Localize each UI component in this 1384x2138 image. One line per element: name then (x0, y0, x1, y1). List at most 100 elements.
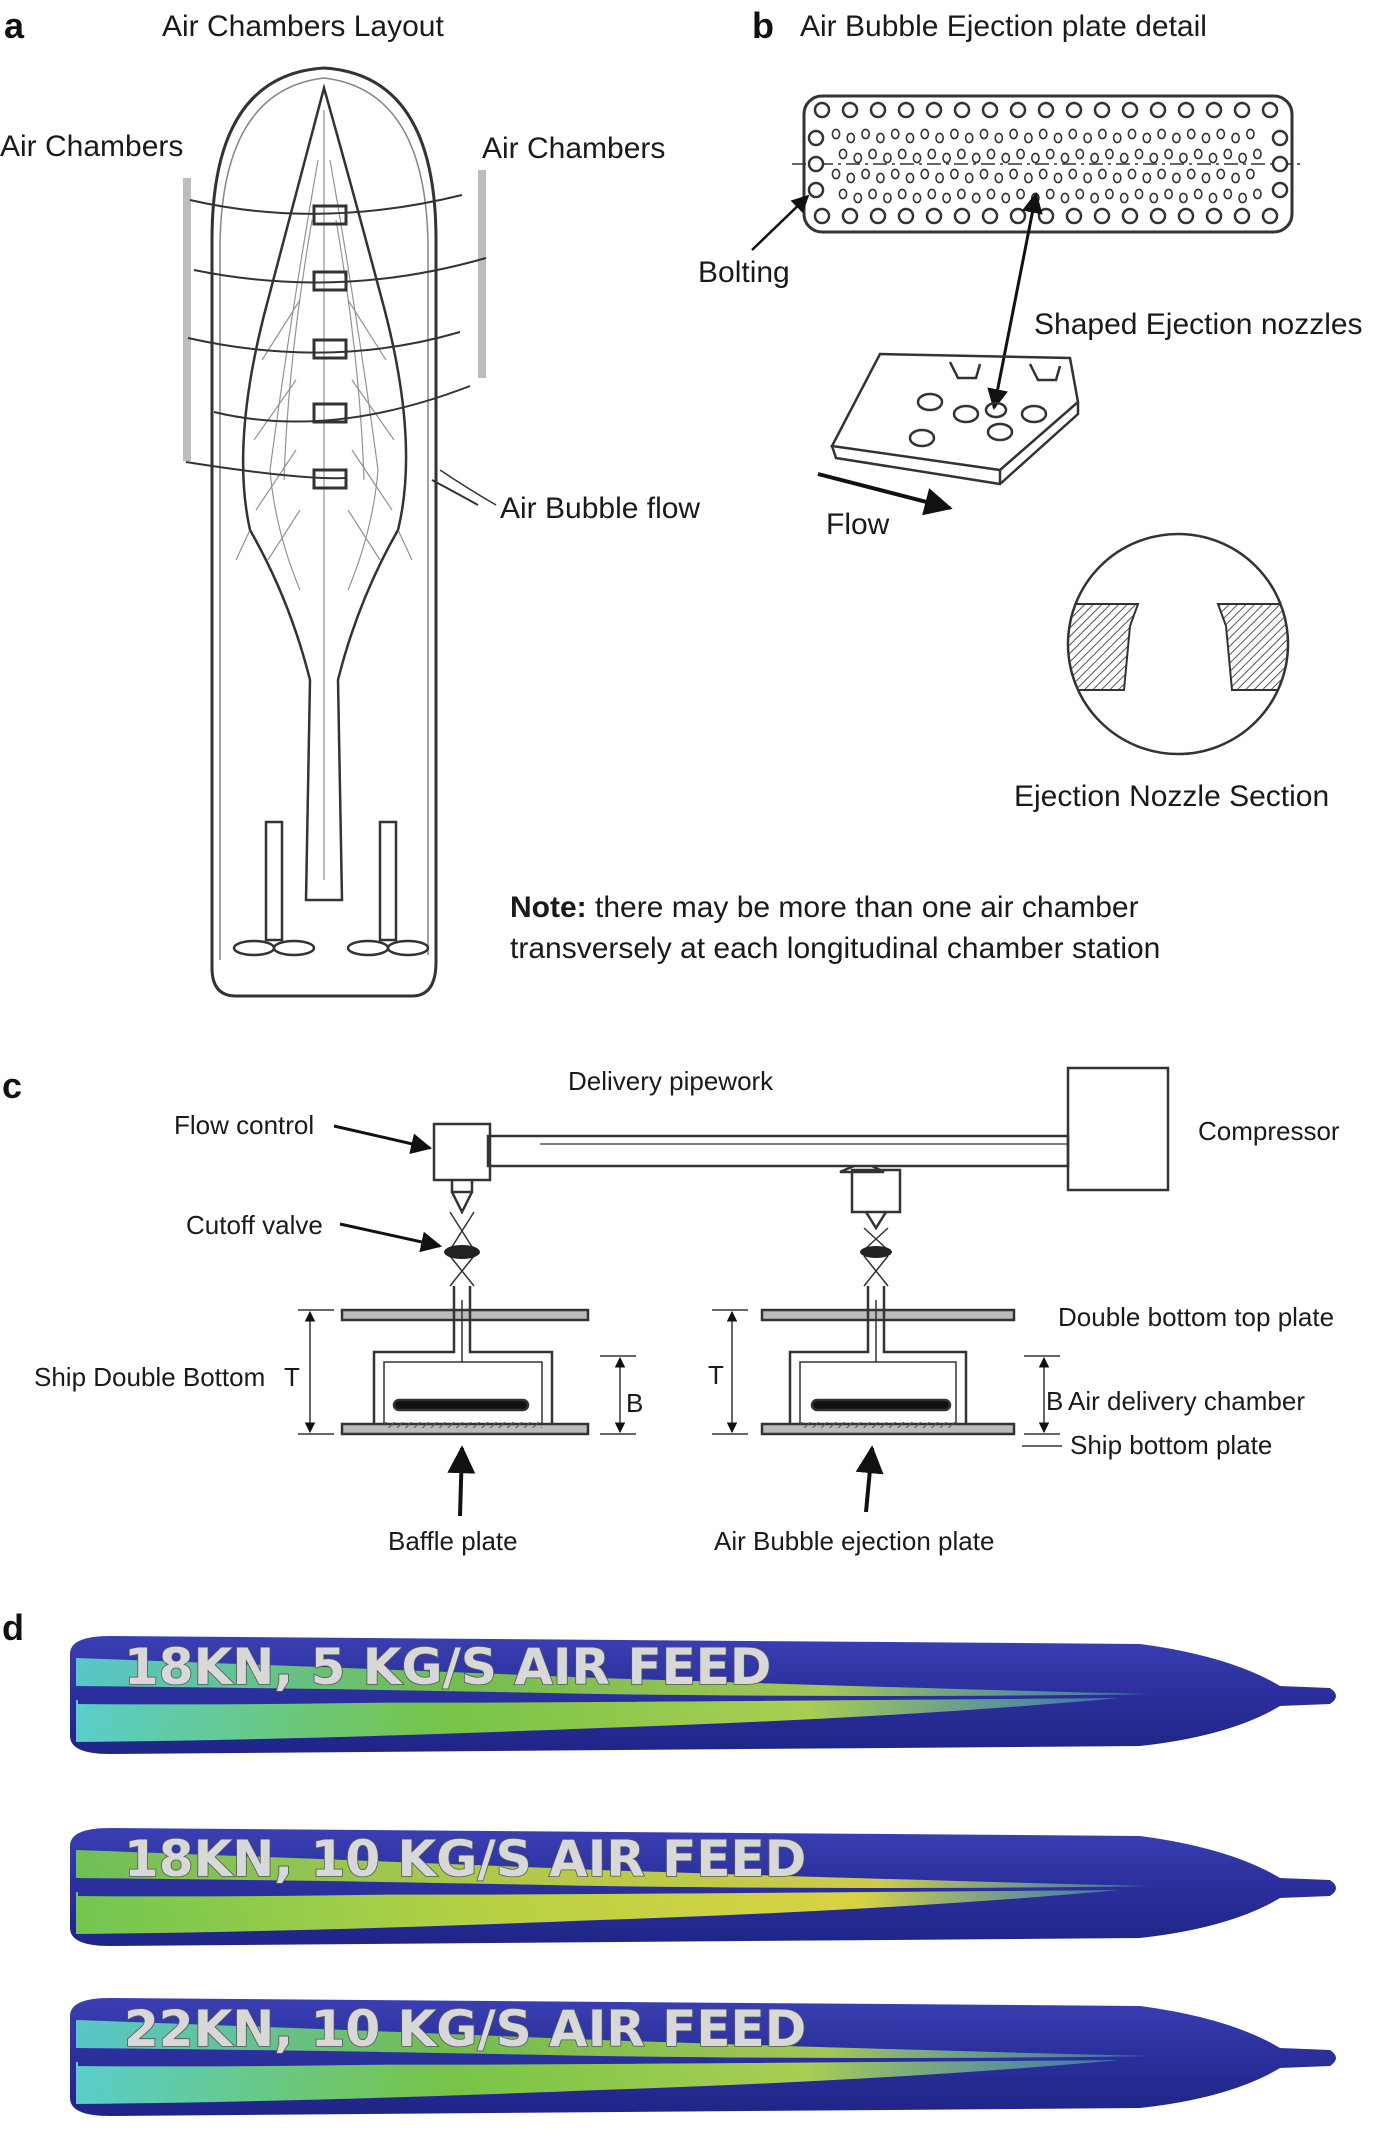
panel-a-letter: a (4, 5, 25, 46)
nozzle-hole (957, 148, 966, 160)
nozzle-hole (1134, 148, 1144, 160)
panel-a-note-line2: transversely at each longitudinal chambe… (510, 932, 1160, 965)
nozzle-hole (1127, 128, 1137, 140)
simulation-run: 18KN, 10 KG/S AIR FEED (70, 1828, 1336, 1946)
air-flow-lens (241, 83, 408, 902)
bolt (1093, 207, 1111, 225)
nozzle-hole (920, 128, 930, 140)
propellers (232, 820, 430, 957)
bolt (813, 101, 831, 119)
panel-a-note-line1: Note: there may be more than one air cha… (510, 891, 1139, 924)
simulation-label: 18KN, 10 KG/S AIR FEED (124, 1830, 806, 1888)
bolt (1149, 101, 1167, 119)
bolt (1261, 207, 1279, 225)
bolt (869, 101, 887, 119)
dim-b-left: B (626, 1388, 643, 1418)
nozzle-hole (1193, 188, 1203, 200)
nozzle-hole (1238, 152, 1247, 164)
bolt (1271, 155, 1289, 173)
nozzle-hole (890, 128, 900, 140)
panel-a: a Air Chambers Layout Air Chambers Air C… (0, 5, 1160, 998)
nozzle-hole (957, 188, 966, 200)
nozzle-hole (897, 148, 907, 160)
bolt (1037, 101, 1055, 119)
nozzle-hole (846, 172, 856, 184)
nozzle-hole (1038, 128, 1048, 140)
bolt (981, 207, 999, 225)
nozzle-hole (1119, 192, 1129, 204)
hull-keel-streak (78, 1694, 600, 1705)
nozzle-hole (1246, 128, 1255, 140)
nozzle-hole (950, 128, 959, 140)
nozzle-hole (994, 172, 1004, 184)
nozzle-hole (890, 168, 900, 180)
nozzle-hole (838, 188, 848, 200)
air-chamber-bar-right (478, 170, 486, 378)
hull-inner-line (219, 77, 429, 960)
wake-band (76, 2060, 1120, 2104)
nozzle-hole (964, 172, 974, 184)
nozzle-hole (853, 152, 863, 164)
chamber-boxes (312, 204, 348, 490)
nozzle-hole (935, 172, 944, 184)
nozzle-hole (935, 132, 944, 144)
nozzle-hole (1134, 188, 1144, 200)
nozzle-double-arrow (987, 191, 1043, 411)
bolt (1177, 207, 1195, 225)
nozzle-hole (1179, 192, 1188, 204)
air-chamber-bar-left (183, 178, 191, 461)
bolt (807, 181, 825, 199)
nozzle-hole (979, 128, 989, 140)
nozzle-hole (1031, 152, 1040, 164)
nozzle-hole (1208, 152, 1218, 164)
bolt (1037, 207, 1055, 225)
nozzle-hole (1231, 172, 1240, 184)
nozzle-hole (883, 192, 892, 204)
cutoff-arrow (339, 1222, 443, 1253)
delivery-pipework (432, 1066, 1170, 1231)
bolt (841, 207, 859, 225)
bolt (925, 207, 943, 225)
wake-band (76, 1698, 1120, 1742)
nozzle-hole (846, 132, 856, 144)
flow-control-arrow (333, 1124, 433, 1155)
nozzle-hole (1083, 172, 1092, 184)
flow-leader (439, 469, 497, 506)
chamber-left (340, 1286, 590, 1436)
nozzle-hole (1149, 192, 1159, 204)
nozzle-hole (905, 132, 915, 144)
bolt (897, 207, 915, 225)
bolt (807, 155, 825, 173)
bolt (1065, 207, 1083, 225)
hull-outline (210, 66, 438, 998)
nozzle-hole (920, 168, 930, 180)
nozzle-hole (1083, 132, 1092, 144)
dim-t-right: T (708, 1360, 724, 1390)
bolt (1233, 207, 1251, 225)
dim-t-left: T (284, 1362, 300, 1392)
nozzle-hole (1172, 172, 1181, 184)
nozzle-hole (1231, 132, 1240, 144)
dimension-markers (298, 1309, 1062, 1447)
nozzle-hole (883, 152, 892, 164)
bolt (1009, 101, 1027, 119)
nozzle-hole (868, 148, 877, 160)
cutoff-valve-right (860, 1246, 892, 1258)
nozzle-hole (1246, 168, 1255, 180)
nozzle-hole (1157, 128, 1166, 140)
panel-a-left-label: Air Chambers (0, 130, 183, 163)
nozzle-hole (1060, 152, 1070, 164)
simulation-label: 22KN, 10 KG/S AIR FEED (124, 2000, 806, 2058)
nozzle-hole (876, 172, 885, 184)
hull-keel-streak (78, 1886, 600, 1897)
panel-b-section: Ejection Nozzle Section (1014, 780, 1329, 813)
wake-band (76, 2020, 1150, 2058)
bolt (1233, 101, 1251, 119)
nozzle-hole (1164, 188, 1173, 200)
nozzle-hole (950, 168, 959, 180)
nozzle-hole (853, 192, 863, 204)
nozzle-hole (1105, 148, 1114, 160)
nozzle-hole (1149, 152, 1159, 164)
panel-c-air-delivery: Air delivery chamber (1068, 1386, 1305, 1416)
